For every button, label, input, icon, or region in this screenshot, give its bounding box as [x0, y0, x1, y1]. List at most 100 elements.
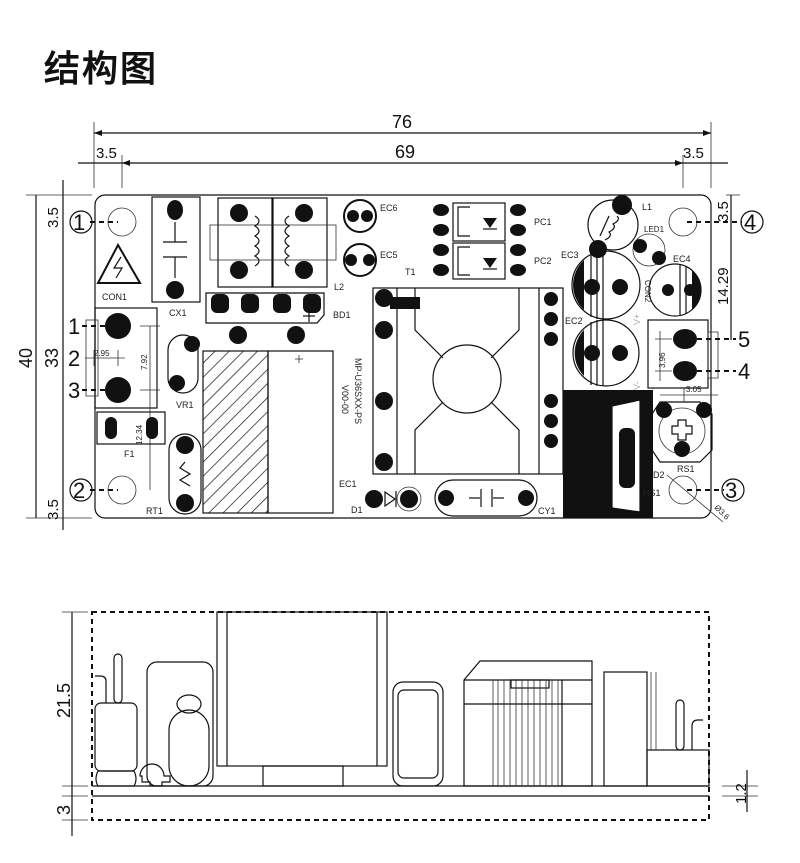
dim-board-thickness: 1.2: [733, 783, 750, 804]
label-ec1: EC1: [339, 479, 357, 489]
thermistor-rt1: RT1: [146, 433, 202, 516]
capacitor-ec2: EC2: [565, 316, 640, 387]
input-connector-con1: 7.92 2.95: [85, 307, 160, 490]
side-transformer: [463, 660, 593, 787]
label-cy1: CY1: [538, 506, 556, 516]
mounting-hole-2: 2: [69, 475, 137, 505]
diode-d1: D1: [351, 486, 422, 515]
svg-text:4: 4: [738, 359, 750, 384]
capacitor-ec6: EC6: [343, 199, 398, 233]
resistor-rs1: RS1 3.05: [651, 385, 718, 474]
dim-input-pitch: 7.92: [140, 354, 149, 370]
svg-text:1: 1: [73, 210, 85, 235]
optocoupler-pc2: PC2: [433, 242, 552, 280]
side-connector: [94, 653, 138, 787]
svg-text:3: 3: [725, 478, 737, 503]
height-dimensions: 40 33 3.5 3.5: [16, 180, 92, 530]
capacitor-ec3: EC3: [561, 250, 641, 320]
side-thermistor: [168, 709, 210, 787]
dim-right-top-margin: 3.5: [715, 201, 732, 222]
dim-hole-span-height: 33: [42, 348, 62, 368]
label-vr1: VR1: [176, 400, 194, 410]
label-ec3: EC3: [561, 250, 579, 260]
board-model-marking: MP-U36SXX-PS: [353, 358, 363, 424]
svg-text:4: 4: [744, 210, 756, 235]
dim-hole-span-width: 69: [395, 142, 415, 162]
side-envelope: [91, 611, 710, 821]
label-pc1: PC1: [534, 217, 552, 227]
page-title: 结构图: [44, 49, 159, 90]
led-led1: LED1: [632, 225, 666, 267]
varistor-vr1: VR1: [167, 334, 200, 410]
inductor-l1: L1: [587, 195, 652, 258]
dim-bottom-margin: 3.5: [45, 499, 62, 520]
dim-overall-width: 76: [392, 112, 412, 132]
label-con1: CON1: [102, 292, 127, 302]
label-ec4: EC4: [673, 254, 691, 264]
output-connector-con2: 3.96: [647, 319, 719, 389]
label-rs1: RS1: [677, 464, 695, 474]
capacitor-cy1: CY1: [434, 479, 556, 517]
label-cx1: CX1: [169, 308, 187, 318]
svg-text:3: 3: [68, 378, 80, 403]
side-bulk-capacitor: [216, 611, 388, 767]
dim-output-offset: 3.05: [686, 385, 702, 394]
side-heatsink: [603, 671, 648, 787]
label-l1: L1: [642, 202, 652, 212]
mounting-hole-4: 4: [668, 207, 764, 237]
dim-top-margin: 3.5: [45, 207, 62, 228]
optocoupler-pc1: PC1: [433, 202, 552, 242]
transformer-t1: MP-U36SXX-PS V00-00: [340, 287, 564, 475]
output-pin-labels: 5 4: [688, 327, 750, 384]
side-varistor: [139, 763, 171, 787]
label-ec6: EC6: [380, 203, 398, 213]
label-bd1: BD1: [333, 310, 351, 320]
side-capacitor-ec: [392, 681, 444, 787]
dim-below-board: 3: [54, 805, 74, 815]
label-vplus: V+: [632, 314, 642, 325]
label-ec2: EC2: [565, 316, 583, 326]
mounting-hole-3: 3: [668, 475, 745, 505]
capacitor-cx1: CX1: [151, 196, 201, 318]
side-view: 21.5 3 1.2: [54, 611, 758, 836]
dim-output-pitch: 3.96: [658, 352, 667, 368]
capacitor-ec5: EC5: [343, 243, 398, 277]
label-hs1: HS1: [643, 488, 661, 498]
fuse-f1: 12.34 F1: [96, 411, 166, 459]
label-l2: L2: [334, 282, 344, 292]
dim-overall-height: 40: [16, 348, 36, 368]
label-d2: D2: [653, 470, 665, 480]
svg-text:1: 1: [68, 314, 80, 339]
top-view: 76 69 3.5 3.5 40 33 3.5 3.5 1: [16, 112, 764, 530]
width-dimensions: 76 69 3.5 3.5: [78, 112, 728, 188]
label-f1: F1: [124, 449, 135, 459]
mounting-hole-1: 1: [69, 207, 137, 237]
label-rt1: RT1: [146, 506, 163, 516]
dim-left-margin: 3.5: [96, 145, 117, 162]
svg-text:2: 2: [68, 346, 80, 371]
side-cx1: [146, 661, 214, 787]
label-vminus: V-: [632, 381, 642, 390]
dim-hole-to-output: 14.29: [715, 267, 732, 305]
svg-text:5: 5: [738, 327, 750, 352]
high-voltage-warning-icon: [96, 242, 142, 284]
dim-right-margin: 3.5: [683, 145, 704, 162]
side-output-connector: [646, 749, 710, 787]
input-pin-labels: 1 2 3: [68, 314, 106, 403]
label-pc2: PC2: [534, 256, 552, 266]
dim-fuse-pitch: 12.34: [135, 424, 144, 445]
heatsink-hs1: HS1: [563, 390, 661, 518]
capacitor-ec1: EC1: [202, 326, 357, 514]
capacitor-ec4: EC4: [648, 254, 702, 317]
board-version-marking: V00-00: [340, 385, 350, 414]
label-d1: D1: [351, 505, 363, 515]
label-ec5: EC5: [380, 250, 398, 260]
label-t1: T1: [405, 267, 416, 277]
label-led1: LED1: [644, 225, 665, 234]
dim-hole-diameter: Ø3.6: [713, 503, 732, 522]
svg-text:2: 2: [73, 478, 85, 503]
label-con2: CON2: [643, 280, 652, 303]
dim-input-offset: 2.95: [94, 349, 110, 358]
bridge-rectifier-bd1: BD1: [205, 292, 351, 324]
